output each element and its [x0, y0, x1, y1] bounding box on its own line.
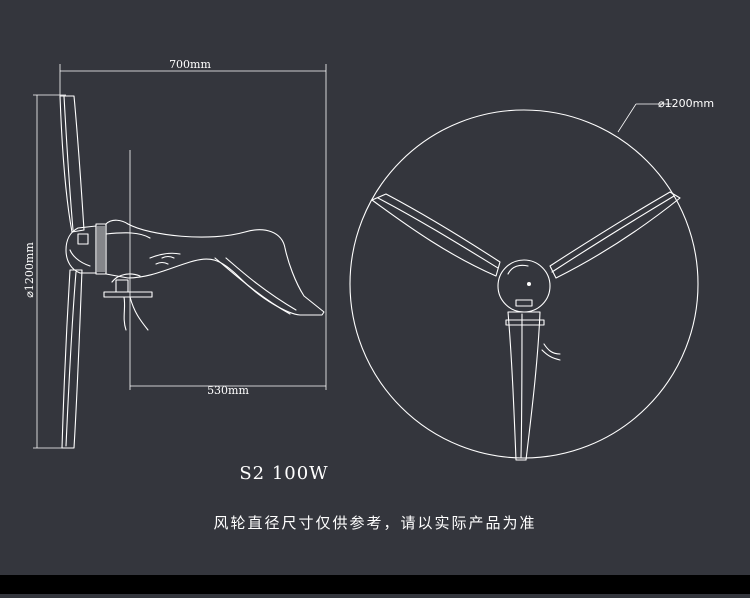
- front-hub: [497, 259, 561, 361]
- dimension-label-1200-height: ⌀1200mm: [23, 242, 36, 298]
- rotor-circle: [349, 109, 699, 459]
- dimension-depth: 530mm: [129, 150, 326, 397]
- dimension-label-530: 530mm: [207, 384, 249, 397]
- side-blades: [59, 95, 91, 449]
- caption-note: 风轮直径尺寸仅供参考，请以实际产品为准: [213, 514, 536, 532]
- front-view: ⌀1200mm: [349, 97, 714, 461]
- dimension-height: ⌀1200mm: [23, 94, 70, 449]
- side-view: 700mm ⌀1200mm 530mm: [23, 58, 327, 449]
- model-label: S2 100W: [239, 463, 328, 484]
- side-hub: [65, 223, 107, 275]
- side-body: [105, 219, 325, 316]
- front-blades: [371, 191, 681, 461]
- bottom-band: [0, 575, 750, 594]
- dimension-label-700: 700mm: [169, 58, 211, 71]
- dimension-rotor: ⌀1200mm: [617, 97, 714, 133]
- dimension-label-rotor: ⌀1200mm: [658, 97, 714, 110]
- dimension-width: 700mm: [59, 58, 327, 390]
- side-mount: [103, 273, 153, 331]
